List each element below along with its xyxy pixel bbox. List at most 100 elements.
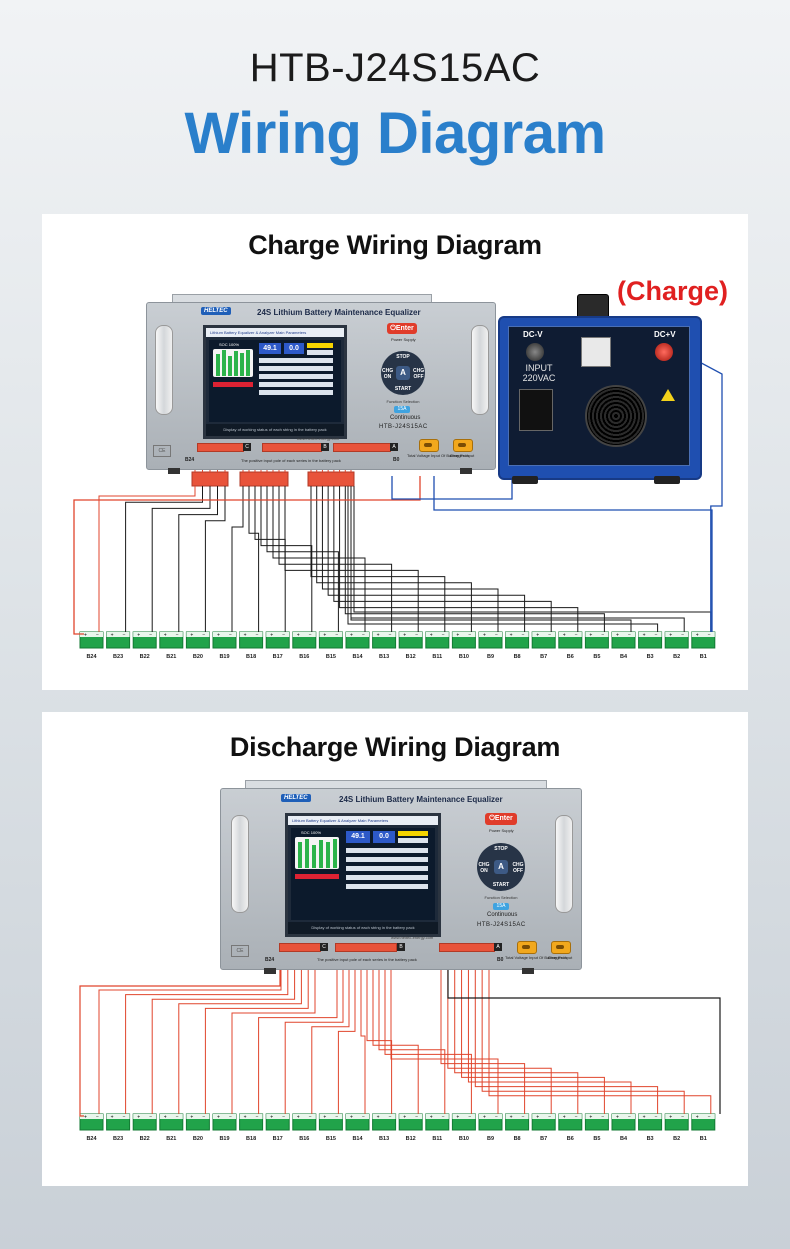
battery-cell: +− — [318, 631, 343, 649]
wire — [474, 958, 659, 1114]
mode-key[interactable]: A — [396, 366, 410, 380]
svg-text:+: + — [297, 633, 300, 639]
battery-cell: +− — [611, 631, 636, 649]
wire — [327, 486, 526, 632]
battery-cell: +− — [239, 631, 264, 649]
svg-text:+: + — [616, 1115, 619, 1121]
battery-cell: +− — [185, 631, 210, 649]
svg-text:+: + — [589, 633, 592, 639]
battery-cell: +− — [531, 631, 556, 649]
charger-input-connector[interactable] — [453, 439, 473, 452]
charger-foot — [654, 476, 680, 484]
wire — [350, 486, 632, 632]
svg-text:−: − — [389, 633, 392, 639]
device-name: 24S Lithium Battery Maintenance Equalize… — [339, 795, 503, 804]
enter-button[interactable]: ⏻Enter — [387, 323, 417, 334]
chg-off-key[interactable]: CHG OFF — [512, 862, 524, 874]
wire — [481, 958, 685, 1114]
wire — [337, 958, 356, 1114]
battery-cell: +− — [691, 1113, 716, 1131]
svg-text:−: − — [256, 1115, 259, 1121]
discharge-wiring-svg: +−B24+−B23+−B22+−B21+−B20+−B19+−B18+−B17… — [79, 958, 721, 1142]
cell-label: B7 — [540, 654, 547, 660]
svg-text:−: − — [282, 1115, 285, 1121]
chg-off-key[interactable]: CHG OFF — [413, 368, 425, 380]
circuit-breaker[interactable] — [581, 337, 611, 367]
battery-cell: +− — [505, 631, 530, 649]
dc-minus-terminal[interactable] — [526, 343, 544, 361]
cell-label: B3 — [647, 654, 654, 660]
svg-text:−: − — [442, 1115, 445, 1121]
right-end-label: B0 — [497, 957, 504, 963]
screen-heading: Lithium Battery Equalizer & Analyzer Mai… — [288, 816, 438, 825]
terminal-block-a — [439, 943, 495, 952]
cell-label: B18 — [246, 1136, 256, 1142]
wire — [125, 958, 289, 1114]
cell-label: B4 — [620, 654, 628, 660]
terminal-label-b: B — [321, 443, 329, 451]
svg-text:+: + — [510, 633, 513, 639]
chg-on-key[interactable]: CHG ON — [382, 368, 394, 380]
wire — [433, 476, 713, 632]
svg-text:−: − — [256, 633, 259, 639]
voltage-readout: 49.1 — [259, 343, 281, 354]
cell-label: B20 — [193, 1136, 203, 1142]
dc-plus-label: DC+V — [654, 330, 676, 339]
current-badge: 15A — [394, 406, 410, 413]
cell-label: B7 — [540, 1136, 547, 1142]
svg-text:−: − — [96, 1115, 99, 1121]
power-supply-label: Power Supply — [489, 828, 514, 833]
cell-label: B18 — [246, 654, 256, 660]
wire — [461, 958, 605, 1114]
total-voltage-connector[interactable] — [517, 941, 537, 954]
stop-key[interactable]: STOP — [396, 354, 410, 360]
svg-text:+: + — [217, 1115, 220, 1121]
website-label: www.heltec-energy.com — [391, 935, 434, 940]
ac-power-socket[interactable] — [519, 389, 553, 431]
screen-heading: Lithium Battery Equalizer & Analyzer Mai… — [206, 328, 344, 337]
svg-text:+: + — [217, 633, 220, 639]
current-readout: 0.0 — [284, 343, 304, 354]
svg-text:−: − — [681, 1115, 684, 1121]
start-key[interactable]: START — [394, 386, 412, 392]
battery-cell: +− — [398, 1113, 423, 1131]
svg-text:+: + — [616, 633, 619, 639]
control-keypad: STOP START CHG ON CHG OFF A — [381, 351, 425, 395]
cell-label: B17 — [273, 654, 283, 660]
cell-label: B3 — [647, 1136, 654, 1142]
ce-mark: CE — [231, 945, 249, 957]
charger-front-panel: DC-V DC+V INPUT 220VAC — [508, 326, 690, 466]
svg-text:+: + — [643, 633, 646, 639]
dc-plus-terminal[interactable] — [655, 343, 673, 361]
chg-on-key[interactable]: CHG ON — [478, 862, 490, 874]
start-key[interactable]: START — [492, 882, 510, 888]
model-number: HTB-J24S15AC — [249, 46, 541, 90]
cell-label: B11 — [432, 1136, 442, 1142]
enter-button[interactable]: ⏻Enter — [485, 813, 517, 825]
cell-label: B11 — [432, 654, 442, 660]
wire — [339, 486, 579, 632]
svg-text:+: + — [377, 1115, 380, 1121]
battery-cell: +− — [265, 631, 290, 649]
stop-key[interactable]: STOP — [494, 846, 508, 852]
svg-text:+: + — [190, 633, 193, 639]
mode-key[interactable]: A — [494, 860, 508, 874]
warning-icon — [661, 389, 675, 401]
cell-label: B16 — [299, 654, 309, 660]
svg-text:−: − — [601, 1115, 604, 1121]
cell-label: B5 — [593, 654, 600, 660]
wire — [311, 958, 350, 1114]
input-voltage-label: 220VAC — [522, 373, 556, 383]
wire — [454, 958, 579, 1114]
function-selection-label: Function Selection — [484, 895, 518, 900]
charger-input-connector[interactable] — [551, 941, 571, 954]
equalizer-screen: Lithium Battery Equalizer & Analyzer Mai… — [203, 325, 347, 439]
continuous-label: Continuous — [487, 912, 518, 918]
total-voltage-label: Total Voltage Input Of Battery Pack — [407, 453, 470, 458]
cell-label: B9 — [487, 654, 494, 660]
svg-text:−: − — [202, 1115, 205, 1121]
svg-text:+: + — [137, 633, 140, 639]
screen-body: SOC 100% 49.1 0.0 — [209, 340, 341, 422]
total-voltage-connector[interactable] — [419, 439, 439, 452]
total-voltage-label: Total Voltage Input Of Battery Pack — [505, 955, 568, 960]
